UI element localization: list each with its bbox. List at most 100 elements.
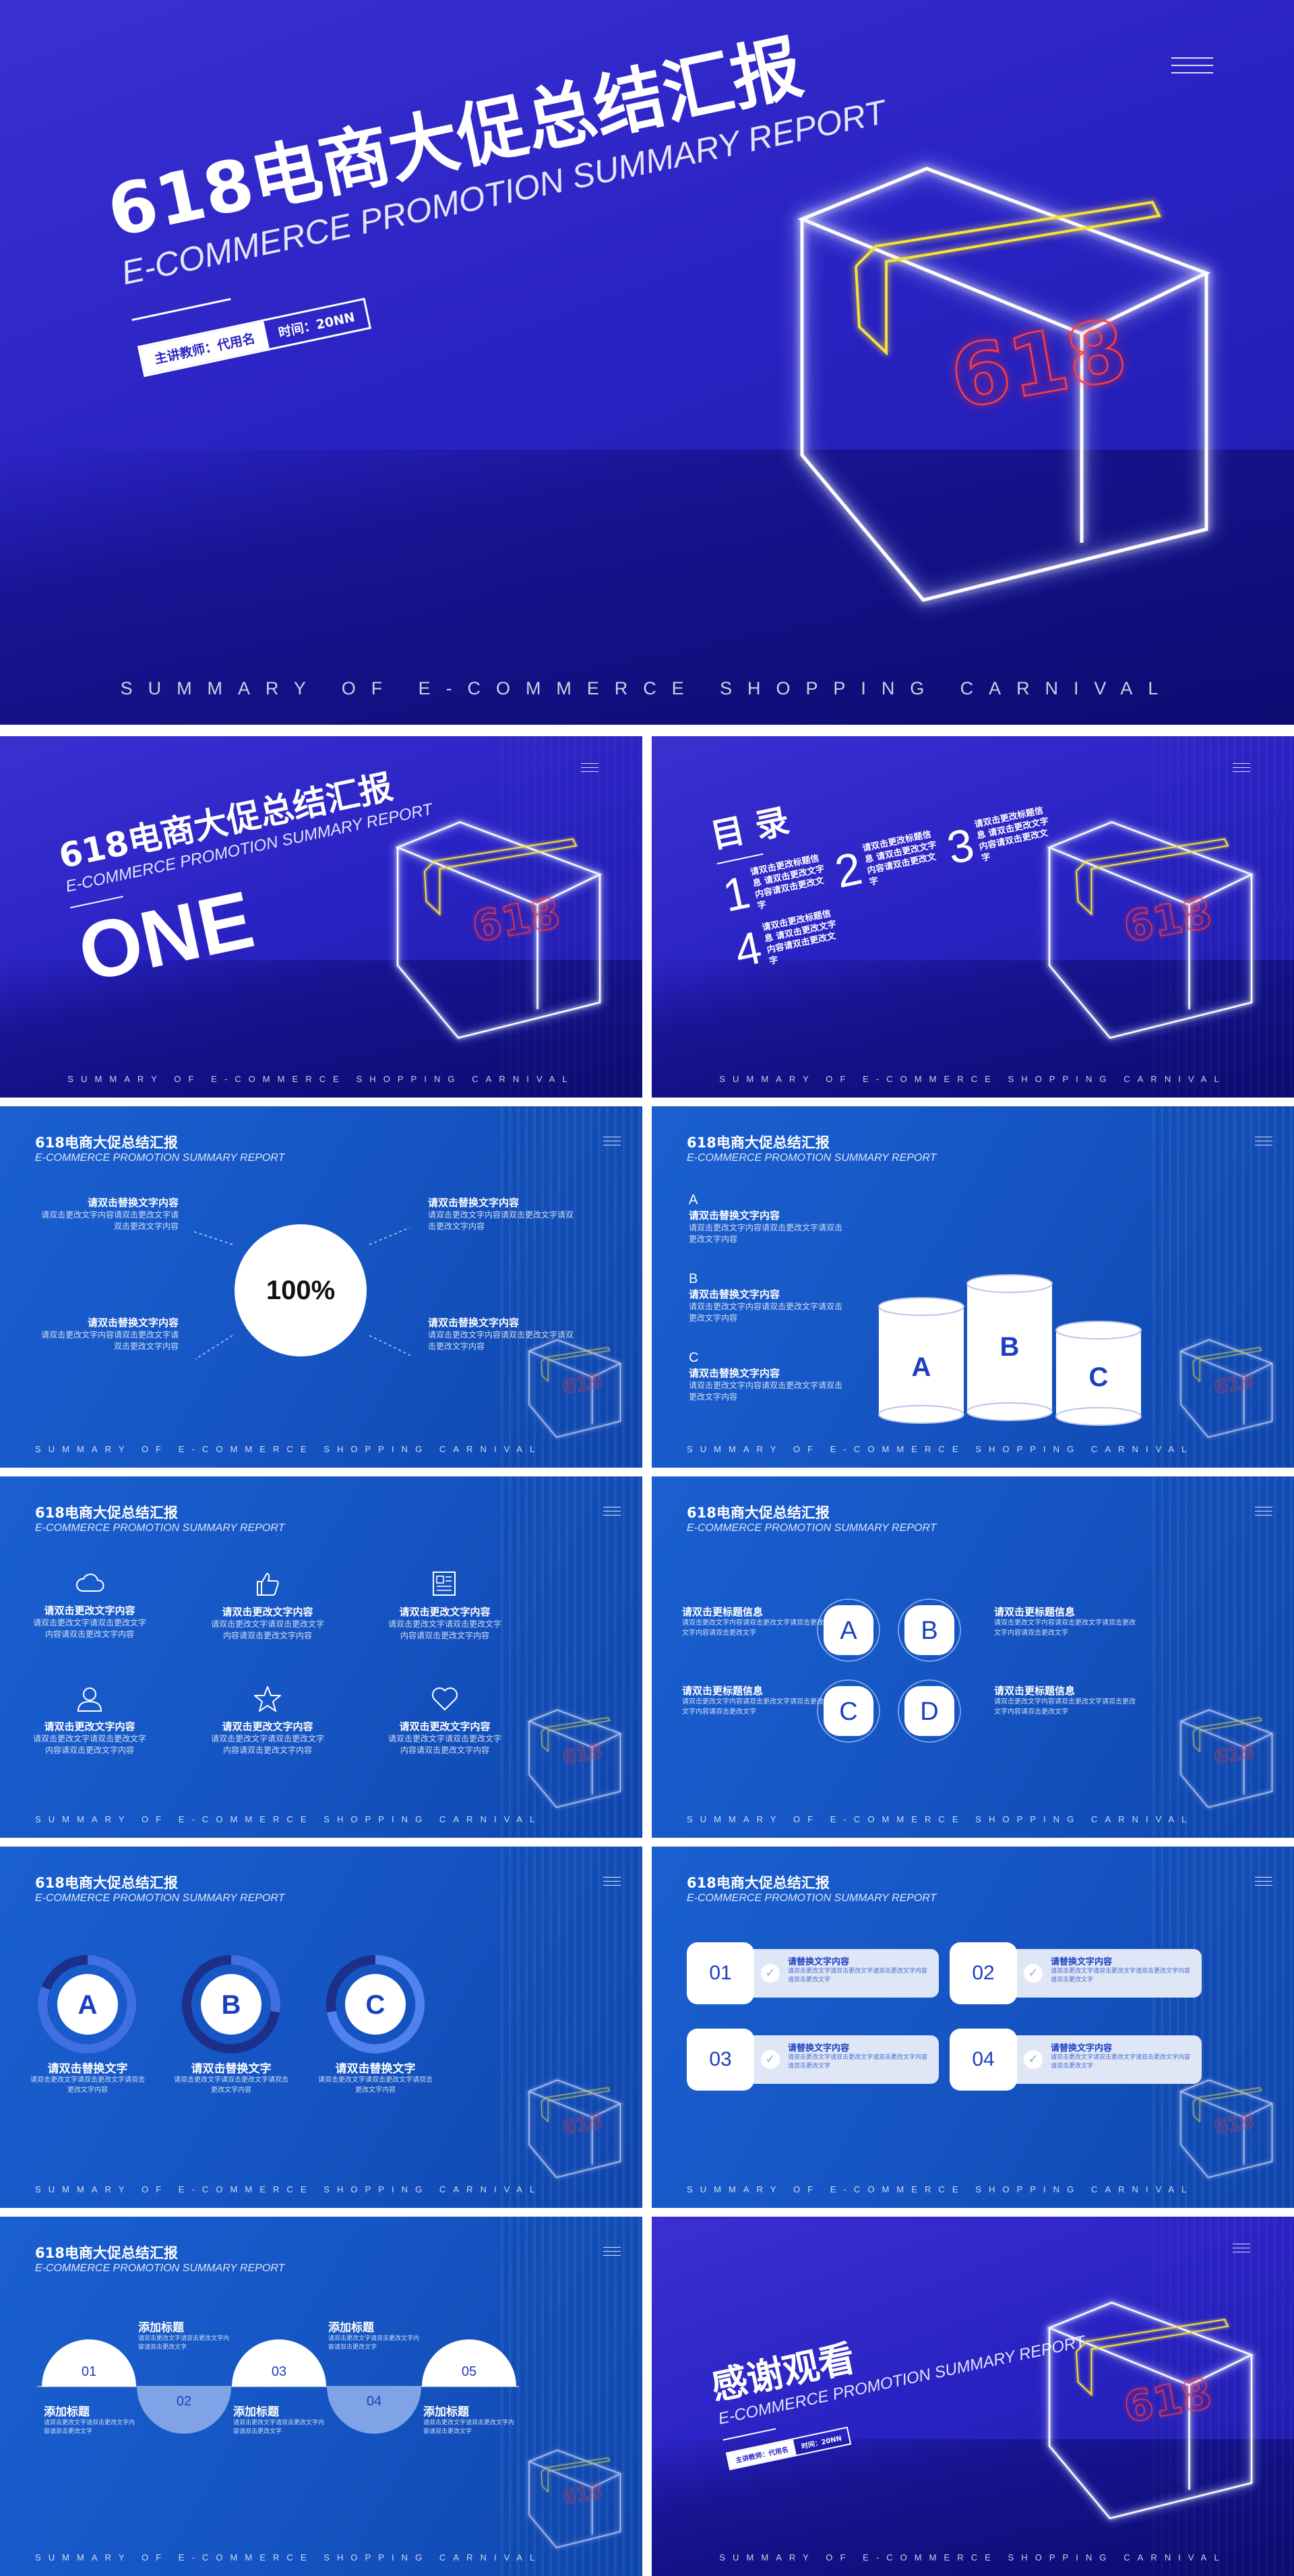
toc-item-text: 请双击更改标题信息 请双击更改文字内容请双击更改文字 <box>761 909 838 967</box>
footer-text: SUMMARY OF E-COMMERCE SHOPPING CARNIVAL <box>35 1814 543 1824</box>
cylinder-c <box>1055 1321 1142 1426</box>
menu-icon[interactable] <box>581 763 598 778</box>
divider <box>722 2428 776 2441</box>
slide-thanks: 感谢观看 E-COMMERCE PROMOTION SUMMARY REPORT… <box>652 2217 1294 2576</box>
step-number-box: 04 <box>950 2029 1017 2091</box>
menu-icon[interactable] <box>1255 1137 1272 1151</box>
slide-rings: 618电商大促总结汇报 E-COMMERCE PROMOTION SUMMARY… <box>0 1847 642 2208</box>
time-label: 时间：20NN <box>277 309 357 341</box>
timeline-node-2 <box>137 2387 231 2434</box>
footer-text: SUMMARY OF E-COMMERCE SHOPPING CARNIVAL <box>687 1444 1194 1454</box>
text-block-c: C 请双击替换文字内容 请双击更改文字内容请双击更改文字请双击更改文字内容 <box>689 1350 843 1402</box>
slide-subtitle: E-COMMERCE PROMOTION SUMMARY REPORT <box>687 1892 937 1904</box>
footer-text: SUMMARY OF E-COMMERCE SHOPPING CARNIVAL <box>120 678 1174 698</box>
menu-icon[interactable] <box>1233 2244 1250 2258</box>
menu-icon[interactable] <box>1255 1507 1272 1522</box>
timeline-node-1 <box>42 2339 136 2387</box>
step-card: 03 ✓ 请替换文字内容 请双击更改文字请双击更改文字请双击更改文字内容请双击更… <box>687 2029 939 2091</box>
slide-subtitle: E-COMMERCE PROMOTION SUMMARY REPORT <box>687 1152 937 1164</box>
text-block: 请双击替换文字 请双击更改文字请双击更改文字请双击更改文字内容 <box>318 2062 433 2094</box>
footer-text: SUMMARY OF E-COMMERCE SHOPPING CARNIVAL <box>35 1444 543 1454</box>
slide-title: 618电商大促总结汇报 <box>687 1135 830 1151</box>
text-block: 请双击替换文字内容 请双击更改文字内容请双击更改文字请双击更改文字内容 <box>428 1317 574 1352</box>
slide-cylinders: 618电商大促总结汇报 E-COMMERCE PROMOTION SUMMARY… <box>652 1106 1294 1468</box>
ring-a-label: A <box>78 1990 98 2020</box>
user-icon <box>77 1687 102 1712</box>
svg-text:01: 01 <box>82 2364 96 2379</box>
toc-item-3[interactable]: 3 请双击更改标题信息 请双击更改文字内容请双击更改文字 <box>943 800 1066 875</box>
cylinder-b <box>966 1274 1053 1421</box>
slide-icons: 618电商大促总结汇报 E-COMMERCE PROMOTION SUMMARY… <box>0 1476 642 1838</box>
card-b-label: B <box>921 1617 937 1645</box>
timeline-node-3 <box>232 2339 326 2387</box>
neon-box: 618 <box>528 1336 623 1443</box>
neon-box: 618 <box>395 814 607 1046</box>
menu-icon[interactable] <box>603 1507 621 1522</box>
text-block: 请双击替换文字 请双击更改文字请双击更改文字请双击更改文字内容 <box>30 2062 145 2094</box>
text-block: 添加标题 请双击更改文字请双击更改文字内容请双击更改文字 <box>328 2321 420 2352</box>
neon-box: 618 <box>1047 2294 1258 2526</box>
svg-text:03: 03 <box>272 2364 286 2379</box>
slide-toc: 目 录 1 请双击更改标题信息 请双击更改文字内容请双击更改文字 2 请双击更改… <box>652 736 1294 1098</box>
card-c <box>824 1686 873 1736</box>
step-card: 02 ✓ 请替换文字内容 请双击更改文字请双击更改文字请双击更改文字内容请双击更… <box>950 1942 1202 2004</box>
ring-a <box>38 1955 137 2054</box>
text-block: 请双击更标题信息 请双击更改文字内容请双击更改文字请双击更改文字内容请双击更改文… <box>994 1606 1136 1637</box>
toc-item-text: 请双击更改标题信息 请双击更改文字内容请双击更改文字 <box>861 829 938 888</box>
neon-box: 618 <box>1047 814 1258 1046</box>
svg-text:618: 618 <box>561 1740 604 1769</box>
icon-item: 请双击更改文字内容 请双击更改文字请双击更改文字内容请双击更改文字内容 <box>210 1685 325 1757</box>
footer-text: SUMMARY OF E-COMMERCE SHOPPING CARNIVAL <box>67 1074 575 1084</box>
neon-box: 618 <box>1179 1706 1275 1813</box>
icon-item: 请双击更改文字内容 请双击更改文字请双击更改文字内容请双击更改文字内容 <box>32 1571 147 1641</box>
toc-item-text: 请双击更改标题信息 请双击更改文字内容请双击更改文字 <box>973 806 1050 864</box>
footer-text: SUMMARY OF E-COMMERCE SHOPPING CARNIVAL <box>719 1074 1227 1084</box>
toc-item-2[interactable]: 2 请双击更改标题信息 请双击更改文字内容请双击更改文字 <box>830 823 954 899</box>
step-number-box: 02 <box>950 1942 1017 2004</box>
cylinder-c-label: C <box>1089 1362 1109 1392</box>
slide-subtitle: E-COMMERCE PROMOTION SUMMARY REPORT <box>35 1892 285 1904</box>
menu-icon[interactable] <box>1255 1877 1272 1892</box>
check-icon: ✓ <box>761 1964 780 1983</box>
slide-title: 618电商大促总结汇报 <box>687 1875 830 1891</box>
menu-icon[interactable] <box>1171 57 1213 80</box>
footer-text: SUMMARY OF E-COMMERCE SHOPPING CARNIVAL <box>35 2184 543 2194</box>
text-block: 请双击替换文字内容 请双击更改文字内容请双击更改文字请双击更改文字内容 <box>40 1197 179 1232</box>
text-block: 请双击替换文字内容 请双击更改文字内容请双击更改文字请双击更改文字内容 <box>40 1317 179 1352</box>
card-d <box>904 1686 954 1736</box>
newspaper-icon <box>433 1571 456 1596</box>
icon-item: 请双击更改文字内容 请双击更改文字请双击更改文字内容请双击更改文字内容 <box>210 1571 325 1642</box>
svg-text:618: 618 <box>468 888 563 952</box>
cylinder-b-label: B <box>1000 1332 1020 1362</box>
slide-subtitle: E-COMMERCE PROMOTION SUMMARY REPORT <box>35 1152 285 1164</box>
menu-icon[interactable] <box>603 2247 621 2262</box>
neon-box: 618 <box>797 152 1220 613</box>
text-block: 添加标题 请双击更改文字请双击更改文字内容请双击更改文字 <box>44 2405 135 2436</box>
text-block: 添加标题 请双击更改文字请双击更改文字内容请双击更改文字 <box>233 2405 325 2436</box>
teacher-label: 主讲教师：代用名 <box>727 2439 797 2469</box>
thanks-info-box: 主讲教师：代用名 时间：20NN <box>725 2426 851 2471</box>
svg-text:05: 05 <box>462 2364 476 2379</box>
menu-icon[interactable] <box>1233 763 1250 778</box>
menu-icon[interactable] <box>603 1137 621 1151</box>
svg-text:618: 618 <box>561 1370 604 1399</box>
neon-box: 618 <box>1179 2076 1275 2183</box>
step-number-box: 03 <box>687 2029 754 2091</box>
card-a-label: A <box>840 1617 857 1645</box>
slide-title: 618电商大促总结汇报 <box>35 1505 178 1521</box>
check-icon: ✓ <box>1024 2050 1043 2069</box>
menu-icon[interactable] <box>603 1877 621 1892</box>
cloud-icon <box>76 1574 104 1592</box>
slide-subtitle: E-COMMERCE PROMOTION SUMMARY REPORT <box>687 1522 937 1534</box>
ring-c <box>326 1955 425 2054</box>
percent-circle: 100% <box>235 1224 367 1356</box>
card-d-label: D <box>920 1698 938 1726</box>
step-number-box: 01 <box>687 1942 754 2004</box>
slide-cover: 618电商大促总结汇报 E-COMMERCE PROMOTION SUMMARY… <box>0 0 1294 725</box>
timeline-node-5 <box>422 2339 516 2387</box>
thumbs-up-icon <box>257 1573 279 1596</box>
icon-item: 请双击更改文字内容 请双击更改文字请双击更改文字内容请双击更改文字内容 <box>32 1685 147 1757</box>
cylinder-a <box>878 1297 964 1424</box>
check-icon: ✓ <box>761 2050 780 2069</box>
footer-text: SUMMARY OF E-COMMERCE SHOPPING CARNIVAL <box>687 1814 1194 1824</box>
